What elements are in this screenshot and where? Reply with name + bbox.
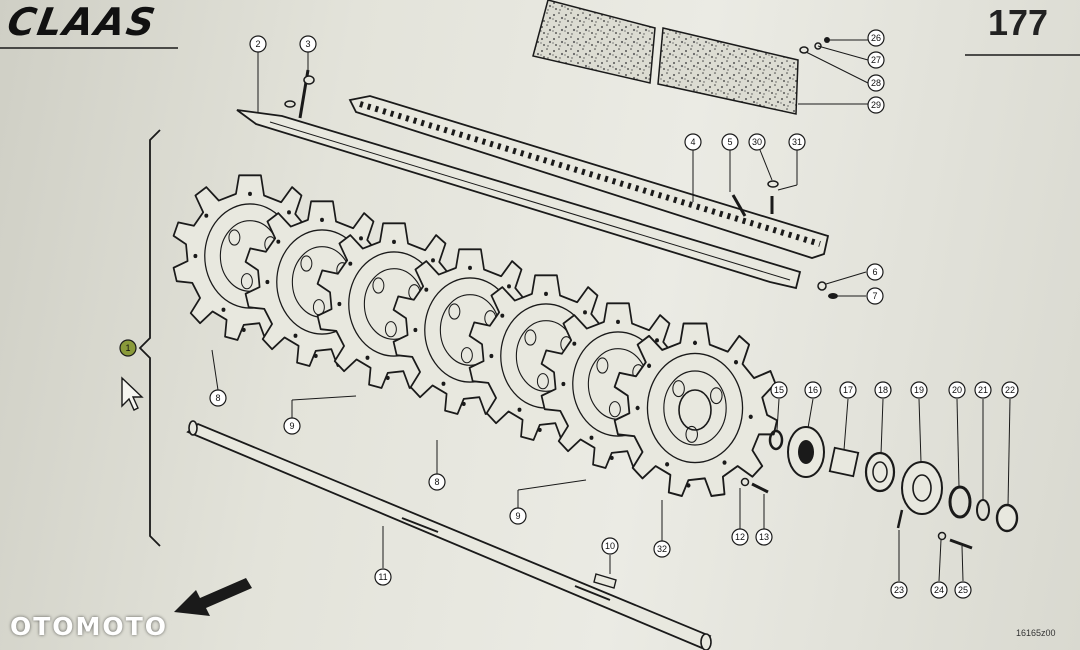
svg-text:12: 12 [735,532,745,542]
callout-bubble: 11 [374,568,392,586]
callout-bubble: 26 [867,29,885,47]
svg-text:30: 30 [752,137,762,147]
callout-bubble: 23 [890,581,908,599]
svg-text:24: 24 [934,585,944,595]
svg-text:17: 17 [843,385,853,395]
cover-plates [532,0,799,115]
callout-bubble: 10 [601,537,619,555]
callout-bubble: 24 [930,581,948,599]
svg-text:10: 10 [605,541,615,551]
svg-text:9: 9 [515,511,520,521]
callout-bubble: 19 [910,381,928,399]
callout-bubble: 9 [283,417,301,435]
svg-text:32: 32 [657,544,667,554]
callout-bubble: 30 [748,133,766,151]
svg-text:21: 21 [978,385,988,395]
callout-bubble: 8 [209,389,227,407]
sprocket-stack [172,174,778,497]
svg-text:5: 5 [727,137,732,147]
callout-bubble: 16 [804,381,822,399]
callout-bubble: 32 [653,540,671,558]
callout-bubble: 29 [867,96,885,114]
svg-text:25: 25 [958,585,968,595]
bearing-assembly [740,426,1019,550]
svg-text:1: 1 [125,343,130,353]
brand-logo: CLAAS [4,0,161,44]
callout-bubble: 7 [866,287,884,305]
svg-text:11: 11 [378,572,387,582]
callout-bubble: 13 [755,528,773,546]
svg-text:22: 22 [1005,385,1015,395]
svg-text:8: 8 [215,393,220,403]
svg-text:18: 18 [878,385,888,395]
callout-bubble: 15 [770,381,788,399]
svg-text:3: 3 [305,39,310,49]
svg-text:4: 4 [690,137,695,147]
callout-bubble: 6 [866,263,884,281]
svg-text:6: 6 [872,267,877,277]
callout-bubble: 8 [428,473,446,491]
svg-text:29: 29 [871,100,881,110]
svg-text:16: 16 [808,385,818,395]
callout-bubble: 27 [867,51,885,69]
leader-lines [211,39,1011,582]
svg-text:31: 31 [792,137,802,147]
drawing-reference-code: 16165z00 [1016,628,1056,638]
svg-text:9: 9 [289,421,294,431]
callout-bubble: 31 [788,133,806,151]
svg-text:28: 28 [871,78,881,88]
callout-bubble: 18 [874,381,892,399]
svg-text:15: 15 [774,385,784,395]
svg-text:20: 20 [952,385,962,395]
callout-bubble: 21 [974,381,992,399]
svg-text:7: 7 [872,291,877,301]
svg-text:13: 13 [759,532,769,542]
callout-bubble: 3 [299,35,317,53]
assembly-bracket [138,129,161,547]
bars-and-strips [236,95,830,290]
callout-bubble: 2 [249,35,267,53]
svg-text:23: 23 [894,585,904,595]
callout-bubble: 4 [684,133,702,151]
watermark-logo: OTOMOTO [10,612,168,641]
callout-bubble: 22 [1001,381,1019,399]
callout-bubble: 9 [509,507,527,525]
svg-text:19: 19 [914,385,924,395]
direction-arrow-icon [174,578,252,616]
callout-bubble: 17 [839,381,857,399]
callout-bubble: 25 [954,581,972,599]
svg-text:8: 8 [434,477,439,487]
callout-bubble: 28 [867,74,885,92]
bolt-hardware [284,37,838,299]
svg-text:27: 27 [871,55,881,65]
callout-bubble: 20 [948,381,966,399]
mouse-cursor-icon [121,376,144,411]
callout-bubble: 1 [119,339,137,357]
svg-text:2: 2 [255,39,260,49]
page-number: 177 [988,2,1049,43]
svg-text:26: 26 [871,33,881,43]
callout-layer: 1 2 3 4 5 6 7 8 9 8 9 10 11 12 13 15 16 … [119,29,1019,599]
callout-bubble: 5 [721,133,739,151]
callout-bubble: 12 [731,528,749,546]
drive-shaft [186,420,712,650]
